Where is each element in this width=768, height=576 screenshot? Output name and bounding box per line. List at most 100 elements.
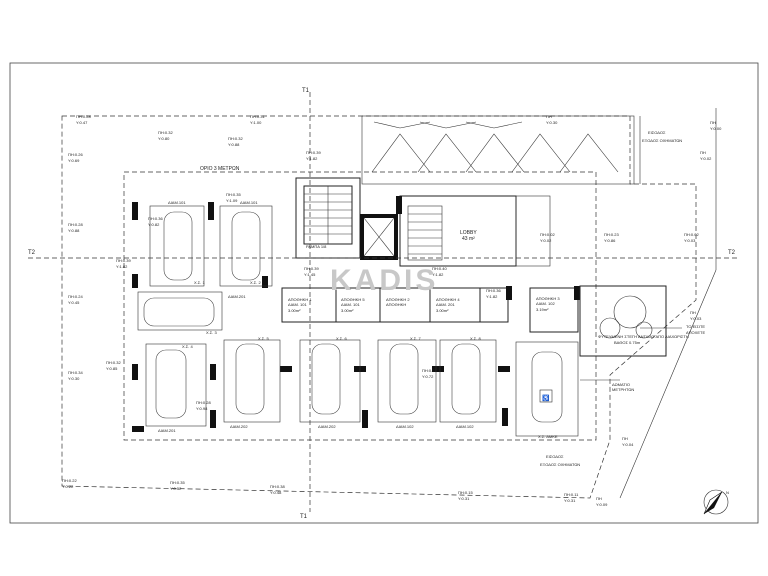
level-y: Υ:1.82 <box>432 272 444 277</box>
drainage-note: ΦΥΤΕΥΜΕΝΗ ΣΤΕΓΗ ΑΝΤΛΙΑΣ ΑΠΟ ΔΙΑΧΩΡΙΣΤΗ <box>598 334 689 339</box>
road-edge <box>619 269 717 499</box>
level-pi: ΠΗ:0.32 <box>158 130 173 135</box>
level-y: Υ:0.02 <box>540 238 552 243</box>
accessible-space-label: Χ.Σ. ΑΜΚΕ <box>538 434 558 439</box>
level-pi: ΠΗ:0.02 <box>540 232 555 237</box>
level-pi: ΠΗ:0.36 <box>148 216 163 221</box>
parking-unit: ΔΙΑΜ.201 <box>228 294 246 299</box>
parking-space: X.Σ. 3 <box>206 330 217 335</box>
parking-space: X.Σ. 1 <box>194 280 205 285</box>
road-level-y: Υ:0.04 <box>622 442 634 447</box>
road-level-pi: ΠΗ <box>690 310 696 315</box>
level-y: Υ:0.47 <box>76 120 88 125</box>
level-y: Υ:0.45 <box>68 300 80 305</box>
level-pi: ΠΗ:0.39 <box>304 266 319 271</box>
road-level-y: Υ:0.00 <box>710 126 722 131</box>
parking-space: X.Σ. 6 <box>336 336 347 341</box>
storage-area: 3.00m² <box>288 308 301 313</box>
meter-room-label: ΔΩΜΑΤΙΟ <box>612 382 630 387</box>
storage-sub: ΔΙΑΜ. 201 <box>436 302 455 307</box>
road-level-pi: ΠΗ <box>596 496 602 501</box>
storage-name: ΑΠΟΘΗΚΗ 2 <box>386 297 410 302</box>
level-pi: ΠΗ:0.24 <box>68 294 83 299</box>
parking-space: X.Σ. 2 <box>250 280 261 285</box>
level-y: Υ:0.30 <box>68 376 80 381</box>
setback-label: ΟΡΙΟ 3 ΜΕΤΡΩΝ <box>200 166 240 172</box>
storage-sub: ΔΙΑΜ. 101 <box>288 302 307 307</box>
meter-room <box>579 285 667 381</box>
level-pi: ΠΗ:0.31 <box>250 114 265 119</box>
level-pi: ΠΗ:0.32 <box>228 136 243 141</box>
level-y: Υ:1.45 <box>304 272 316 277</box>
level-pi: ΠΗ:0.28 <box>422 368 437 373</box>
setback-boundary <box>123 171 597 441</box>
parking-unit: ΔΙΑΜ.202 <box>318 424 336 429</box>
road-level-y: Υ:0.30 <box>546 120 558 125</box>
north-label: N <box>726 490 729 495</box>
parking-unit: ΔΙΑΜ.102 <box>456 424 474 429</box>
storage-sub: ΔΙΑΜ. 101 <box>341 302 360 307</box>
watermark-logo: KADIS <box>330 264 438 297</box>
level-pi: ΠΗ:0.28 <box>196 400 211 405</box>
road-level-pi: ΠΗ <box>622 436 628 441</box>
level-pi: ΠΗ:0.15 <box>458 490 473 495</box>
level-y: Υ:1.09 <box>226 198 238 203</box>
parking-space: X.Σ. 8 <box>470 336 481 341</box>
storage-name: ΑΠΟΘΗΚΗ 1 <box>288 297 312 302</box>
section-label: T1 <box>302 88 310 94</box>
level-y: Υ:0.85 <box>106 366 118 371</box>
building-core <box>295 177 551 267</box>
level-pi: ΠΗ:0.35 <box>170 480 185 485</box>
parking-space: X.Σ. 5 <box>258 336 269 341</box>
road-level-pi: ΠΗ <box>546 114 552 119</box>
storage-sub: ΔΙΑΜ. 102 <box>536 301 555 306</box>
storage-labels: ΑΠΟΘΗΚΗ 1 ΔΙΑΜ. 101 3.00m² ΑΠΟΘΗΚΗ 5 ΔΙΑ… <box>288 296 560 313</box>
parking-unit: ΔΙΑΜ.101 <box>240 200 258 205</box>
level-pi: ΠΗ:0.11 <box>564 492 579 497</box>
level-pi: ΠΗ:0.26 <box>68 152 83 157</box>
level-y: Υ:0.69 <box>68 158 80 163</box>
plot-boundary <box>61 115 697 499</box>
level-y: Υ:0.22 <box>62 484 74 489</box>
parking-space: X.Σ. 4 <box>182 344 193 349</box>
road-level-y: Υ:0.09 <box>596 502 608 507</box>
level-points: ΠΗ:0.28 Υ:0.47 ΠΗ:0.32 Υ:0.80 ΠΗ:0.32 Υ:… <box>62 114 699 503</box>
level-y: Υ:0.52 <box>170 486 182 491</box>
storage-area: 3.19m² <box>536 307 549 312</box>
sewer-label: ΤΟ ΕΙΣΙΤΕ <box>686 324 705 329</box>
parking-space: X.Σ. 7 <box>410 336 421 341</box>
level-pi: ΠΗ:0.23 <box>604 232 619 237</box>
section-label: T1 <box>300 514 308 520</box>
road-level-pi: ΠΗ <box>710 120 716 125</box>
sewer-label: ΑΠΟΧΕΤΕ <box>686 330 705 335</box>
svg-text:♿: ♿ <box>542 394 550 402</box>
level-pi: ΠΗ:0.28 <box>68 222 83 227</box>
parking-unit: ΔΙΑΜ.201 <box>158 428 176 433</box>
ramp-label: ΡΑΜΠΑ 1/8 <box>306 244 327 249</box>
level-y: Υ:1.82 <box>116 264 128 269</box>
road-level-y: Υ:0.03 <box>690 316 702 321</box>
parking-bays: ♿ <box>137 205 579 437</box>
entrance-top: ΕΙΣΟΔΟΣ <box>648 130 666 135</box>
level-pi: ΠΗ:0.36 <box>486 288 501 293</box>
storage-name: ΑΠΟΘΗΚΗ 4 <box>436 297 460 302</box>
storage-area: 3.00m² <box>341 308 354 313</box>
level-y: Υ:0.31 <box>564 498 576 503</box>
level-y: Υ:0.03 <box>684 238 696 243</box>
storage-name: ΑΠΟΘΗΚΗ 3 <box>536 296 560 301</box>
storage-sub: ΑΠΟΘΗΚΗ <box>386 302 406 307</box>
lobby-area: 43 m² <box>462 236 475 242</box>
road-level-y: Υ:0.02 <box>700 156 712 161</box>
level-pi: ΠΗ:0.35 <box>226 192 241 197</box>
section-label: T2 <box>728 250 736 256</box>
level-y: Υ:0.88 <box>228 142 240 147</box>
level-y: Υ:0.86 <box>604 238 616 243</box>
meter-room-label: ΜΕΤΡΗΤΩΝ <box>612 387 634 392</box>
road-level-points: ΠΗ Υ:0.00 ΠΗ Υ:0.02 ΠΗ Υ:0.04 ΠΗ Υ:0.09 … <box>546 114 722 507</box>
level-pi: ΠΗ:0.28 <box>76 114 91 119</box>
storage-strip <box>281 287 579 333</box>
level-pi: ΠΗ:0.32 <box>106 360 121 365</box>
lobby-label: LOBBY <box>460 230 477 236</box>
parking-unit: ΔΙΑΜ.202 <box>230 424 248 429</box>
